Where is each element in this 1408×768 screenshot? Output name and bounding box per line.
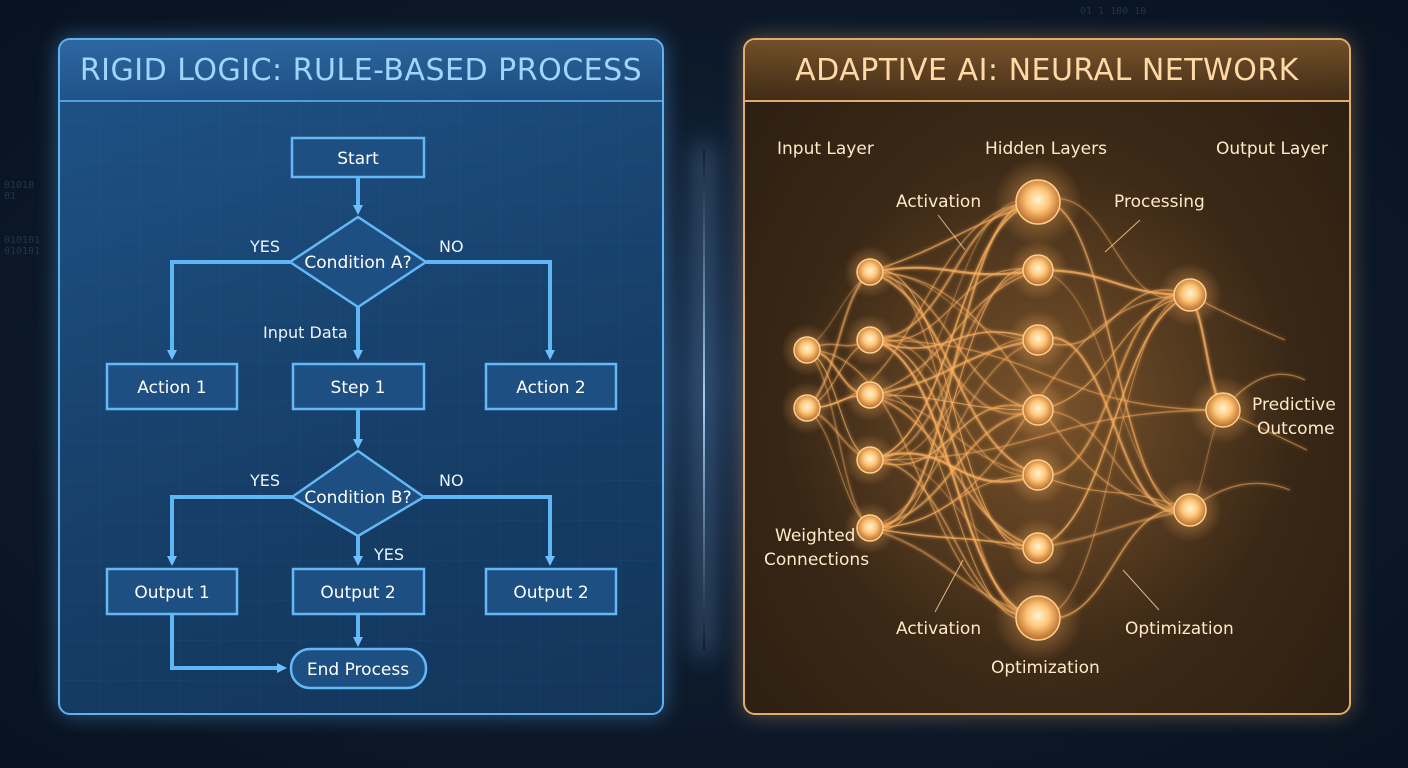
neuron-node (1022, 254, 1054, 286)
action-1-box (105, 362, 239, 411)
connection-line (869, 339, 1039, 529)
connection-line (869, 267, 1039, 531)
connections-label: Connections (764, 550, 869, 570)
action-1-label: Action 1 (137, 378, 206, 398)
start-label: Start (337, 149, 379, 169)
neuron-node (1022, 324, 1054, 356)
optimization-bottom-label: Optimization (991, 658, 1100, 678)
output-1-box (105, 567, 239, 616)
connection-line (1037, 294, 1191, 549)
neuron-node (856, 446, 884, 474)
activation-bottom-label: Activation (896, 619, 981, 639)
flow-connectors (167, 177, 555, 673)
connection-line (869, 393, 1039, 550)
input-data-label: Input Data (263, 323, 348, 342)
neuron-node (1173, 278, 1207, 312)
connection-line (869, 269, 1039, 551)
rule-based-panel: RIGID LOGIC: RULE-BASED PROCESS (58, 38, 664, 715)
label-leader-lines (934, 214, 1160, 613)
end-process-box (289, 647, 428, 690)
neuron-node (1015, 595, 1061, 641)
neural-network-diagram: Input Layer Hidden Layers Output Layer A… (764, 139, 1336, 678)
neuron-node (1022, 394, 1054, 426)
input-layer-label: Input Layer (777, 139, 874, 159)
connection-line (869, 339, 1039, 549)
neuron-node (856, 381, 884, 409)
flowchart: Start Condition A? Action 1 Step 1 Actio… (60, 100, 662, 713)
condition-b-no-label: NO (439, 471, 464, 490)
neuron-node (1022, 459, 1054, 491)
center-divider-glow (703, 150, 705, 650)
end-process-label: End Process (307, 660, 409, 680)
start-box (290, 136, 426, 179)
neural-network-panel: ADAPTIVE AI: NEURAL NETWORK (743, 38, 1351, 715)
condition-a-diamond (287, 215, 429, 309)
outcome-label: Outcome (1257, 419, 1335, 439)
action-2-box (484, 362, 618, 411)
condition-a-label: Condition A? (304, 253, 411, 273)
condition-a-no-label: NO (439, 237, 464, 256)
step-1-box (291, 362, 426, 411)
condition-b-diamond (289, 449, 427, 538)
optimization-right-label: Optimization (1125, 619, 1234, 639)
action-2-label: Action 2 (516, 378, 585, 398)
processing-label: Processing (1114, 192, 1205, 212)
condition-a-yes-label: YES (249, 237, 280, 256)
hidden-layers-label: Hidden Layers (985, 139, 1107, 159)
neuron-node (1173, 493, 1207, 527)
neuron-node (793, 336, 821, 364)
network-nodes (781, 158, 1257, 662)
weighted-label: Weighted (775, 526, 855, 546)
output-2-right-box (484, 567, 618, 616)
neuron-node (856, 514, 884, 542)
output-2-center-box (291, 567, 426, 616)
rule-based-title: RIGID LOGIC: RULE-BASED PROCESS (60, 40, 662, 102)
activation-top-label: Activation (896, 192, 981, 212)
connection-line (869, 339, 1224, 411)
condition-b-label: Condition B? (304, 488, 411, 508)
step-1-label: Step 1 (331, 378, 386, 398)
predictive-label: Predictive (1252, 395, 1336, 415)
binary-decoration-right: 01 1 100 10 (1080, 6, 1147, 17)
neuron-node (1022, 532, 1054, 564)
output-1-label: Output 1 (134, 583, 209, 603)
neuron-node (1205, 392, 1241, 428)
neuron-node (856, 258, 884, 286)
neural-network-title: ADAPTIVE AI: NEURAL NETWORK (745, 40, 1349, 102)
condition-b-yes-down-label: YES (373, 545, 404, 564)
output-2-right-label: Output 2 (513, 583, 588, 603)
neuron-node (1015, 179, 1061, 225)
condition-b-yes-label: YES (249, 471, 280, 490)
output-layer-label: Output Layer (1216, 139, 1328, 159)
neuron-node (856, 326, 884, 354)
neuron-node (793, 394, 821, 422)
output-2-center-label: Output 2 (320, 583, 395, 603)
